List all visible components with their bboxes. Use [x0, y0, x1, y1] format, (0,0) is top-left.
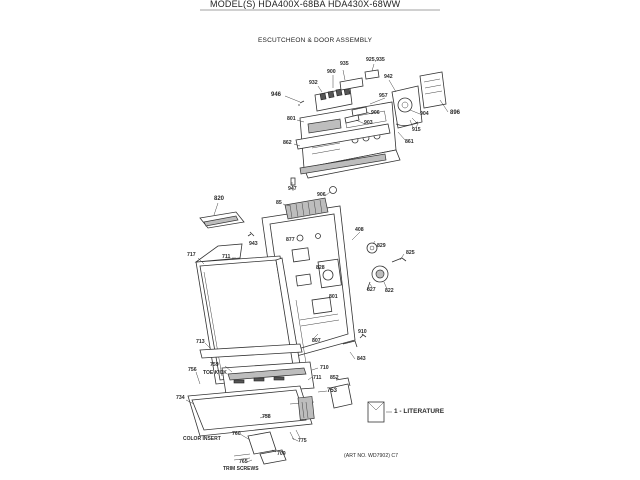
callout-915: 915 [412, 127, 421, 133]
screw-943 [247, 231, 255, 237]
callout-942: 942 [384, 74, 393, 80]
timer-switch-assembly [391, 85, 423, 129]
art-number: (ART NO. WD7902) C7 [344, 453, 399, 459]
hinge-852 [335, 377, 351, 387]
callout-801-lower: 801 [329, 294, 338, 300]
callout-710: 710 [320, 365, 329, 371]
door-bottom-trim [199, 343, 303, 359]
leader-lines [185, 63, 449, 463]
callout-947: 947 [288, 186, 297, 192]
callout-775: 775 [298, 438, 307, 444]
callout-759: 759 [210, 362, 219, 368]
literature-label: 1 - LITERATURE [394, 408, 445, 415]
callout-756: 756 [188, 367, 197, 373]
callout-765: 765 [239, 459, 248, 465]
callout-906-lower: 906 [317, 192, 326, 198]
callout-896: 896 [450, 110, 461, 116]
callout-711: 711 [222, 254, 231, 260]
callout-713: 713 [196, 339, 205, 345]
callout-932: 932 [309, 80, 318, 86]
escutcheon-trim-strip [295, 123, 391, 175]
section-title: ESCUTCHEON & DOOR ASSEMBLY [258, 37, 373, 44]
callout-935: 935 [340, 61, 349, 67]
callout-825: 825 [406, 250, 415, 256]
callout-807: 807 [312, 338, 321, 344]
callout-862: 862 [283, 140, 292, 146]
callout-758: 758 [262, 414, 271, 420]
callout-904: 904 [420, 111, 429, 117]
callout-408: 408 [355, 227, 364, 233]
color-insert-label: COLOR INSERT [183, 436, 221, 442]
callout-753: 753 [327, 388, 338, 394]
callout-861: 861 [405, 139, 414, 145]
callout-829: 829 [377, 243, 386, 249]
toe-kick-panel [221, 361, 315, 395]
callout-925-935: 925,935 [366, 57, 385, 63]
callout-820: 820 [214, 196, 225, 202]
panel-small-parts [290, 100, 368, 194]
callout-843: 843 [357, 356, 366, 362]
bracket-820 [199, 211, 245, 229]
screw-910 [359, 333, 367, 339]
cover-plate [329, 383, 353, 409]
model-title: MODEL(S) HDA400X-68BA HDA430X-68WW [210, 0, 401, 9]
callout-709: 709 [277, 451, 286, 457]
callout-906: 906 [371, 110, 380, 116]
callout-822: 822 [385, 288, 394, 294]
door-latch-knob [366, 242, 407, 291]
callout-877: 877 [286, 237, 295, 243]
toe-kick-label: TOE KICK [203, 370, 227, 376]
callout-827: 827 [367, 287, 376, 293]
callout-943: 943 [249, 241, 258, 247]
trim-screws-label: TRIM SCREWS [223, 466, 259, 472]
callout-760: 760 [232, 431, 241, 437]
callout-900: 900 [327, 69, 336, 75]
callout-946: 946 [271, 92, 282, 98]
callout-957: 957 [379, 93, 388, 99]
callout-734: 734 [176, 395, 185, 401]
color-insert-panel [187, 385, 315, 437]
callout-711-lower: 711 [313, 375, 322, 381]
control-module-buttons [314, 69, 380, 112]
callout-910: 910 [358, 329, 367, 335]
callout-801: 801 [287, 116, 296, 122]
callout-852: 852 [330, 375, 339, 381]
callout-85: 85 [276, 200, 282, 206]
callout-717: 717 [187, 252, 196, 258]
callout-903: 903 [364, 120, 373, 126]
literature-envelope [367, 401, 392, 423]
wiring-diagram-card [419, 71, 447, 109]
callout-828: 828 [316, 265, 325, 271]
lower-trim-parts [233, 429, 301, 465]
